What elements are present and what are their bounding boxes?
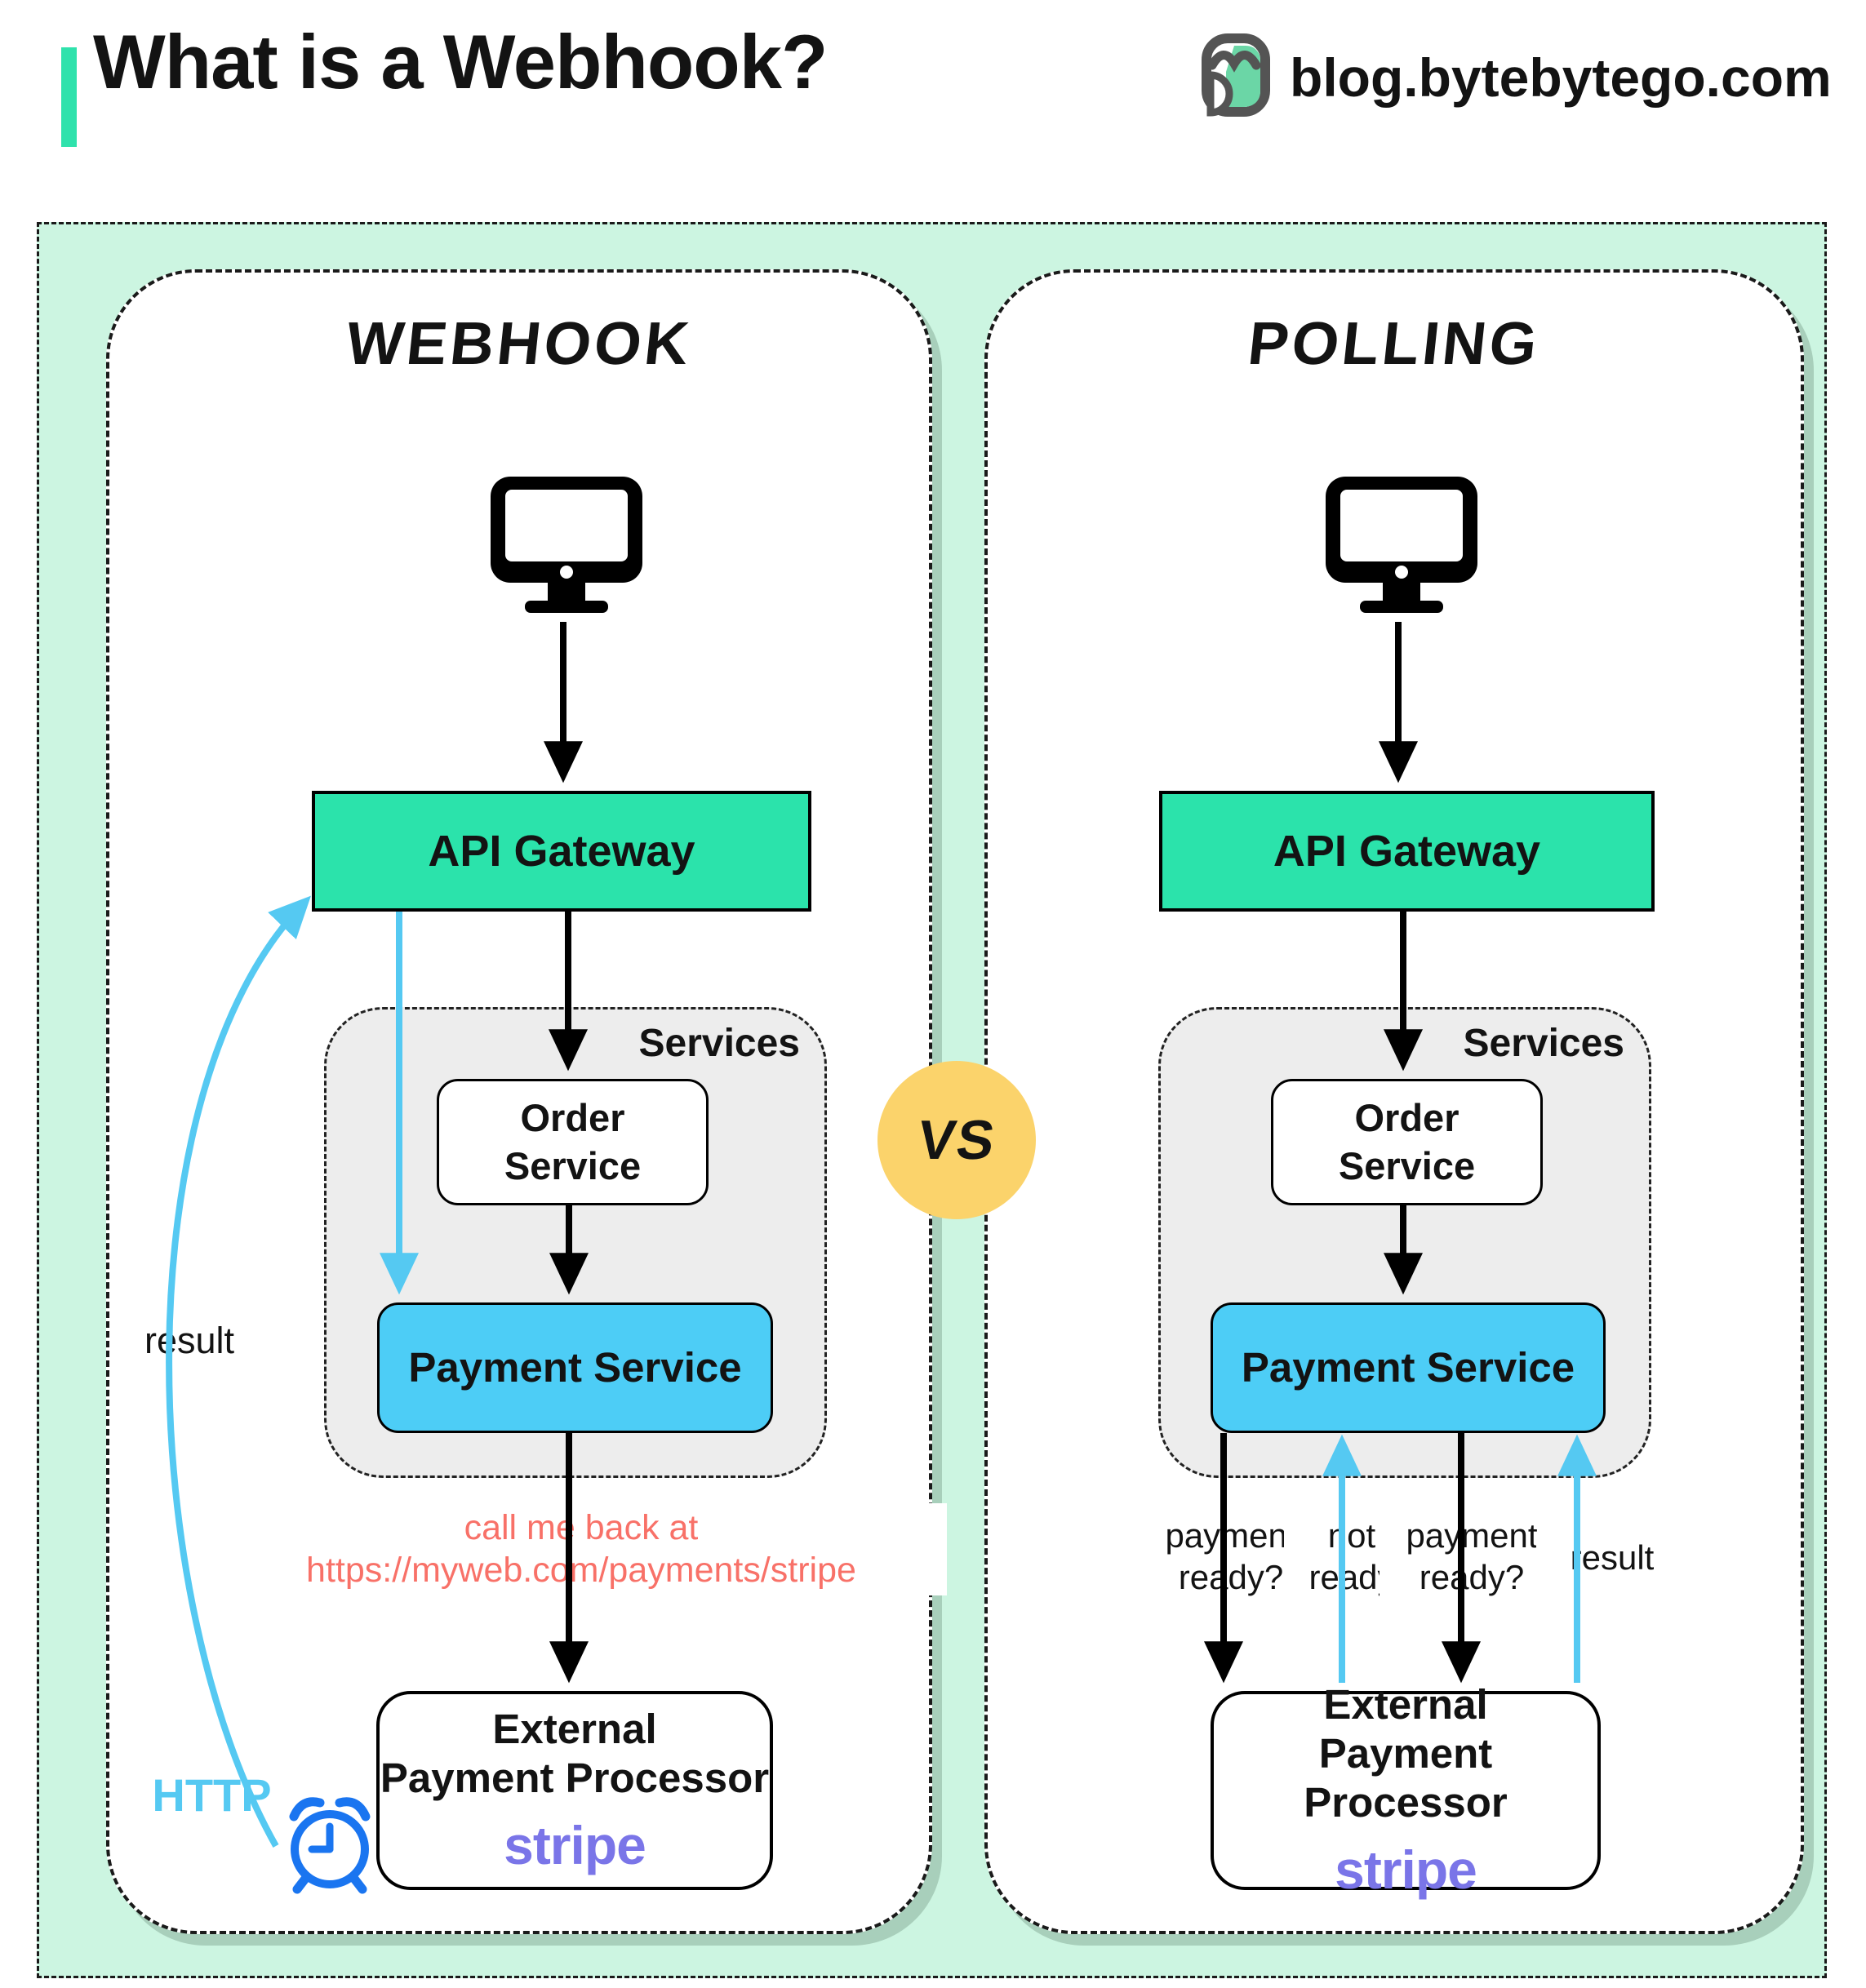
polling-order-service-box: Order Service [1271,1079,1543,1205]
order-service-label: Service [504,1143,642,1187]
payment-service-label: Payment Service [1241,1344,1575,1391]
webhook-external-processor-box: External Payment Processor stripe [376,1691,773,1890]
webhook-payment-service-box: Payment Service [377,1302,773,1433]
label-line: payment [1165,1516,1297,1555]
order-service-label: Order [520,1095,625,1139]
label-line: ready? [1178,1558,1284,1597]
external-processor-label: External [492,1705,657,1752]
order-service-label: Service [1338,1143,1476,1187]
site-logo: blog.bytebytego.com [1193,31,1832,123]
polling-api-gateway-box: API Gateway [1159,791,1655,912]
webhook-result-label: result [113,1316,265,1367]
label-line: payment [1406,1516,1538,1555]
polling-payment-service-box: Payment Service [1211,1302,1606,1433]
stripe-logo: stripe [504,1815,646,1876]
polling-panel: Polling API Gateway Services Order Servi… [984,269,1804,1934]
polling-label-payment-ready-2: payment ready? [1380,1511,1564,1602]
polling-label-result: result [1536,1533,1688,1582]
external-processor-label: Payment Processor [1304,1729,1508,1826]
webhook-panel: Webhook API Gateway Services Order Servi… [106,269,947,1934]
stripe-logo: stripe [1335,1839,1477,1901]
desktop-monitor-icon [1324,475,1479,619]
vs-badge: VS [877,1061,1036,1219]
webhook-api-gateway-box: API Gateway [312,791,811,912]
services-group-label: Services [1463,1022,1624,1065]
services-group-label: Services [638,1022,800,1065]
payment-service-label: Payment Service [408,1344,742,1391]
title-accent-bar [61,47,77,147]
bytebytego-owl-icon [1193,31,1275,123]
callback-note: call me back at https://myweb.com/paymen… [215,1503,947,1595]
external-processor-label: External [1323,1680,1488,1728]
label-line: not [1327,1516,1376,1555]
page-title: What is a Webhook? [93,19,828,104]
alarm-clock-icon [276,1792,384,1904]
api-gateway-label: API Gateway [1273,827,1541,876]
external-processor-label: Payment Processor [380,1755,770,1801]
polling-external-processor-box: External Payment Processor stripe [1211,1681,1601,1900]
order-service-label: Order [1354,1095,1459,1139]
label-line: result [1570,1538,1655,1577]
vs-label: VS [913,1109,1000,1171]
label-line: ready? [1419,1558,1525,1597]
api-gateway-label: API Gateway [428,827,695,876]
desktop-monitor-icon [489,475,644,619]
webhook-http-result-callback-arrow [166,895,311,1848]
callback-note-line2: https://myweb.com/payments/stripe [306,1551,856,1591]
logo-text: blog.bytebytego.com [1290,47,1832,108]
webhook-order-service-box: Order Service [437,1079,709,1205]
callback-note-line1: call me back at [464,1508,699,1547]
